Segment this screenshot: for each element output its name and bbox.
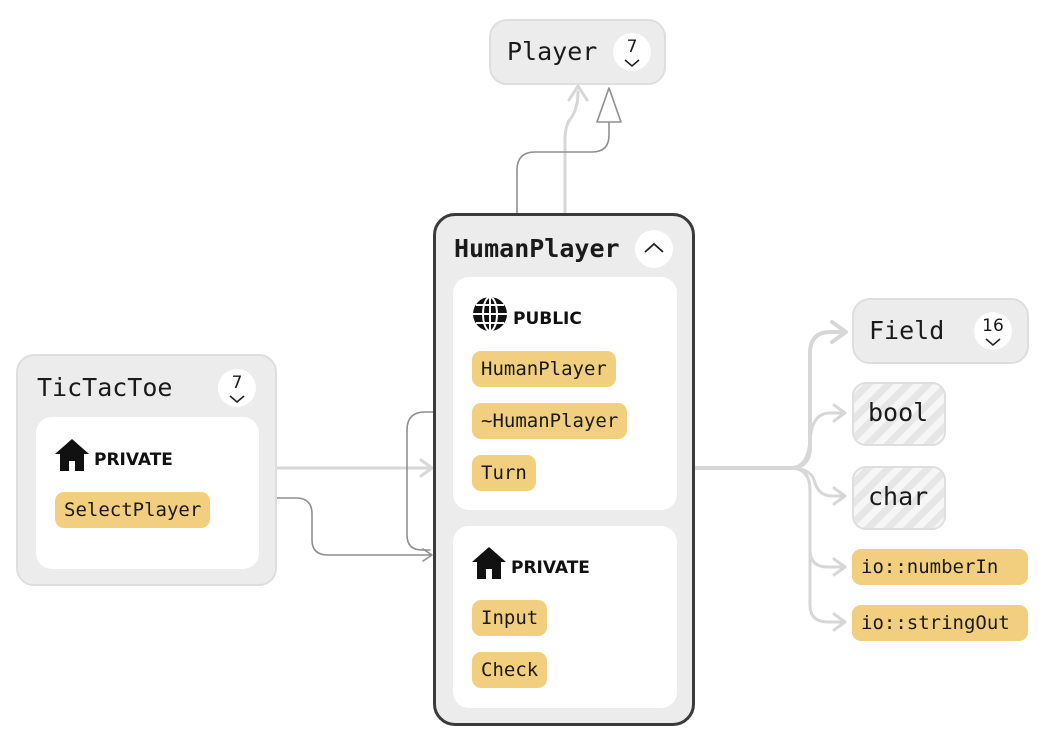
player-count-badge[interactable]: 7: [613, 33, 651, 71]
player-count: 7: [626, 37, 638, 57]
public-header: PUBLIC: [471, 295, 582, 333]
edge-char: [788, 466, 846, 498]
edge-trunk: [693, 330, 846, 470]
private-header: PRIVATE: [471, 546, 590, 580]
public-section: PUBLIC HumanPlayer ~HumanPlayer Turn: [453, 277, 677, 510]
arrowhead-bool: [832, 403, 847, 423]
member-humanplayer-destructor[interactable]: ~HumanPlayer: [472, 403, 628, 439]
public-label: PUBLIC: [513, 309, 582, 329]
chevron-up-icon: [644, 242, 664, 253]
humanplayer-node[interactable]: HumanPlayer PUBLIC HumanPlayer ~HumanPla…: [433, 213, 695, 726]
numberin-node[interactable]: io::numberIn: [852, 549, 1028, 585]
edge-inheritance: [516, 121, 610, 214]
tictactoe-private-section: PRIVATE SelectPlayer: [36, 417, 259, 569]
char-node[interactable]: char: [852, 466, 946, 530]
private-section: PRIVATE Input Check: [453, 526, 677, 708]
tictactoe-title: TicTacToe: [37, 373, 173, 402]
house-icon: [472, 547, 506, 579]
chevron-down-icon: [985, 338, 1001, 347]
member-input[interactable]: Input: [472, 600, 548, 636]
tictactoe-private-label: PRIVATE: [94, 450, 173, 470]
chevron-down-icon: [624, 59, 640, 68]
player-title: Player: [507, 37, 598, 66]
private-label: PRIVATE: [511, 558, 590, 578]
edge-selectplayer-private: [218, 497, 431, 556]
tictactoe-private-header: PRIVATE: [54, 438, 173, 472]
field-node[interactable]: Field 16: [852, 298, 1029, 364]
member-check[interactable]: Check: [472, 652, 548, 688]
edge-stringout: [808, 548, 846, 624]
field-count-badge[interactable]: 16: [974, 312, 1012, 350]
tictactoe-count-badge[interactable]: 7: [218, 369, 256, 407]
member-selectplayer[interactable]: SelectPlayer: [55, 492, 211, 528]
arrowhead-field: [830, 320, 848, 344]
arrowhead-uses: [567, 84, 589, 102]
tictactoe-node[interactable]: TicTacToe 7 PRIVATE SelectPlayer: [16, 354, 277, 586]
field-title: Field: [869, 316, 945, 345]
edge-numberin: [788, 466, 846, 569]
stringout-node[interactable]: io::stringOut: [852, 605, 1028, 641]
arrowhead-tictactoe: [419, 458, 434, 478]
edge-destructor-private: [406, 411, 471, 551]
arrowhead-stringout: [832, 612, 847, 632]
field-count: 16: [982, 316, 1004, 336]
arrowhead-numberin: [832, 557, 847, 577]
arrowhead-selectplayer: [422, 548, 433, 562]
member-humanplayer-constructor[interactable]: HumanPlayer: [472, 351, 616, 387]
edge-humanplayer-player-uses: [563, 90, 580, 215]
inheritance-triangle: [596, 87, 622, 123]
chevron-down-icon: [229, 395, 245, 404]
tictactoe-count: 7: [231, 373, 243, 393]
edge-bool: [788, 411, 846, 470]
collapse-button[interactable]: [635, 230, 673, 268]
globe-icon: [473, 296, 507, 332]
player-node[interactable]: Player 7: [489, 19, 666, 85]
house-icon: [55, 439, 89, 471]
arrowhead-char: [832, 486, 847, 506]
member-turn[interactable]: Turn: [472, 455, 536, 491]
bool-node[interactable]: bool: [852, 382, 946, 446]
humanplayer-title: HumanPlayer: [454, 234, 620, 263]
